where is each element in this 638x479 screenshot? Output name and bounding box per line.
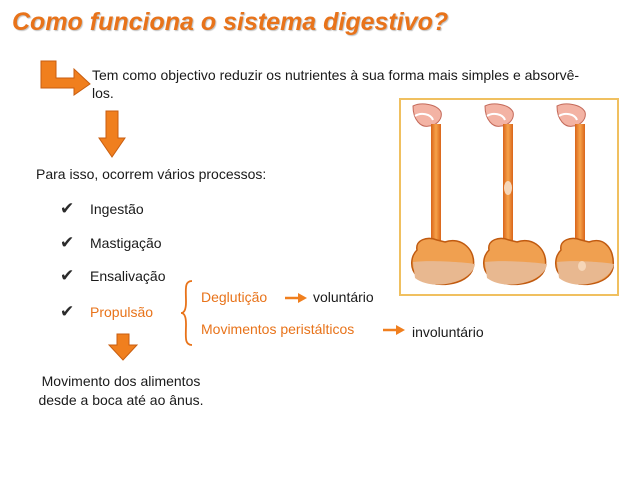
intro-text: Tem como objectivo reduzir os nutrientes… <box>92 67 580 101</box>
process-item-propulsao: Propulsão <box>90 304 154 320</box>
right-arrow-icon <box>383 325 405 335</box>
check-icon: ✔ <box>60 302 75 321</box>
stage-1 <box>411 103 475 286</box>
down-arrow-icon <box>98 110 126 158</box>
digestion-illustration <box>399 98 619 296</box>
elbow-arrow-icon <box>40 60 91 96</box>
check-icon: ✔ <box>60 266 75 285</box>
stage-2 <box>483 103 547 286</box>
page-title: Como funciona o sistema digestivo? <box>12 8 449 36</box>
movement-text: Movimento dos alimentos desde a boca até… <box>38 373 204 408</box>
process-item-ingestao: Ingestão <box>90 201 144 217</box>
check-icon: ✔ <box>60 199 75 218</box>
deglutition-label: Deglutição <box>201 289 268 305</box>
right-arrow-icon <box>285 293 307 303</box>
process-item-ensalivacao: Ensalivação <box>90 268 166 284</box>
stage-3 <box>555 103 614 286</box>
processes-intro: Para isso, ocorrem vários processos: <box>36 166 267 182</box>
peristalsis-type: involuntário <box>412 324 484 340</box>
check-icon: ✔ <box>60 233 75 252</box>
process-item-mastigacao: Mastigação <box>90 235 162 251</box>
esophagus-stomach-diagram <box>411 103 614 286</box>
brace-icon <box>180 280 193 346</box>
peristalsis-label: Movimentos peristálticos <box>201 321 355 337</box>
deglutition-type: voluntário <box>313 289 374 305</box>
down-arrow-icon <box>108 333 138 361</box>
